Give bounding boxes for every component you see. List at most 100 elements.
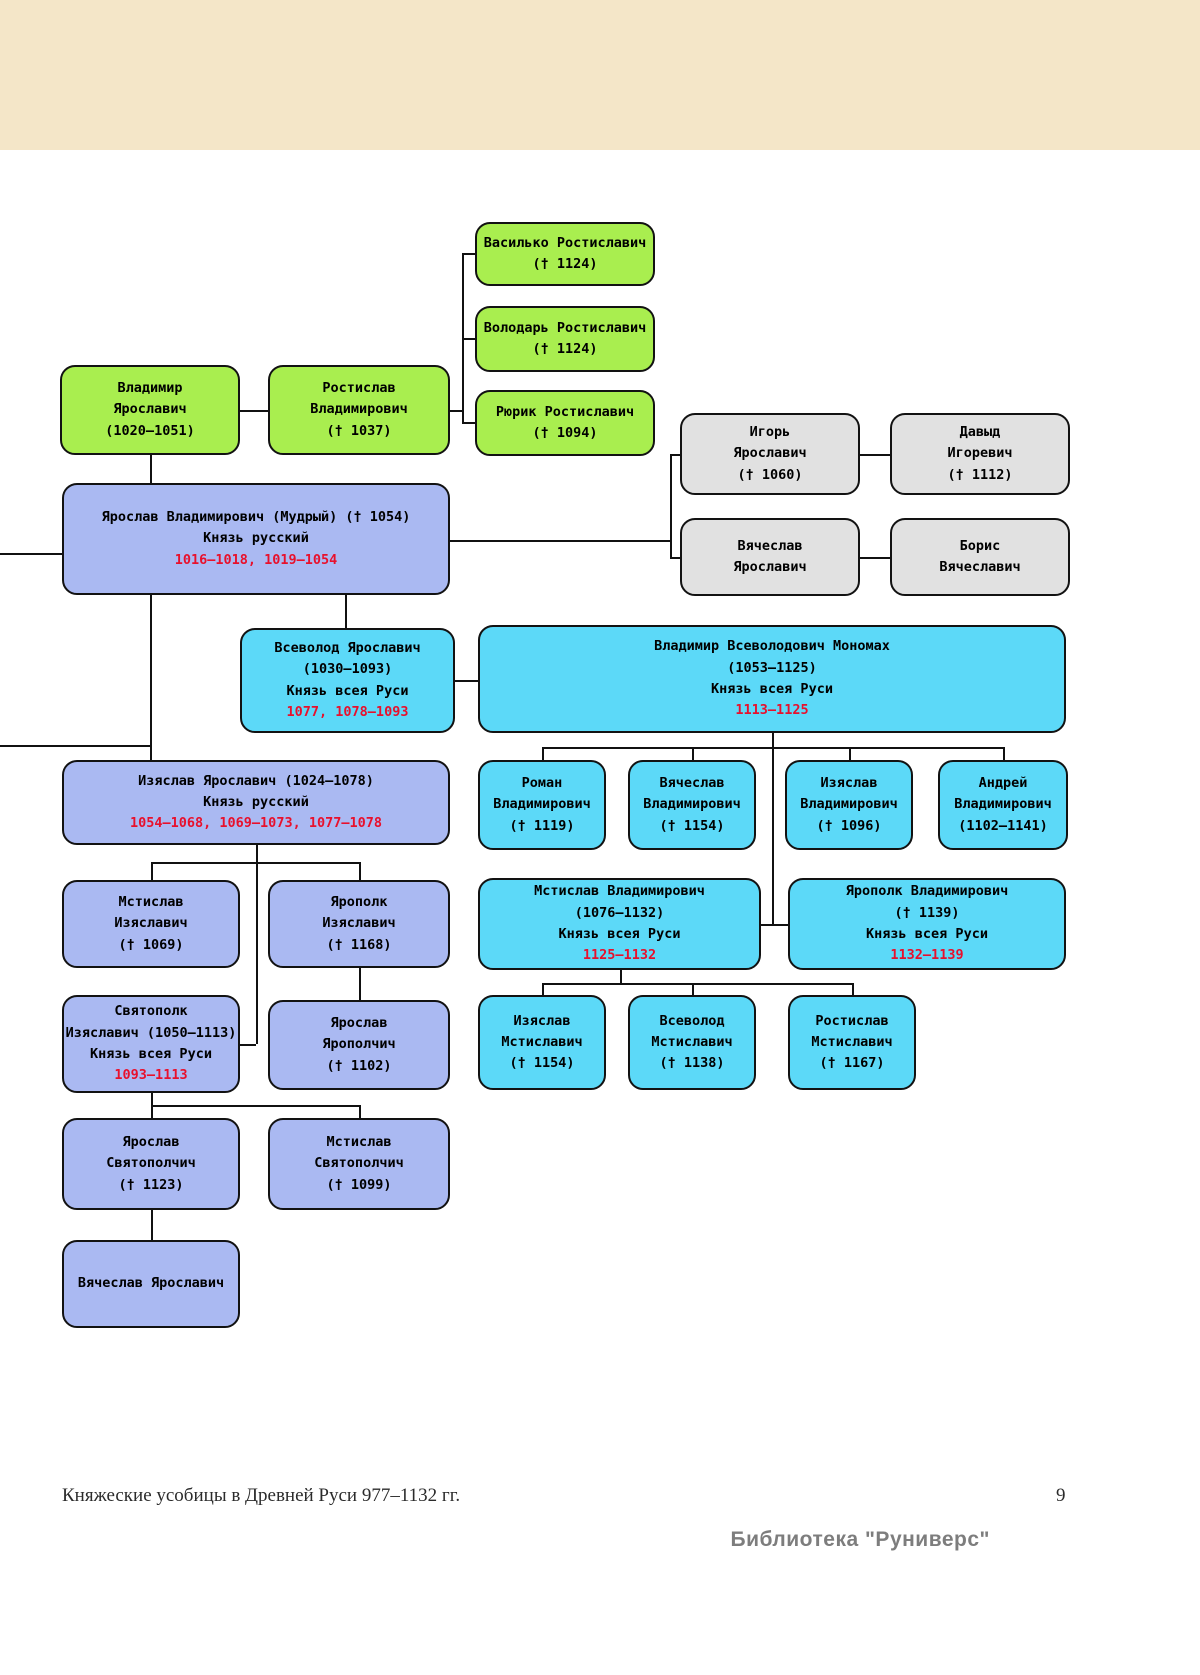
connector-line — [150, 455, 152, 483]
connector-line — [359, 968, 361, 1000]
node-text-line: Ярослав — [330, 1015, 388, 1031]
connector-line — [852, 983, 854, 995]
node-text-line: Вячеславич — [939, 559, 1021, 575]
connector-line — [462, 422, 475, 424]
connector-line — [670, 557, 680, 559]
node-text-line: Изяслав Ярославич (1024–1078) — [138, 772, 374, 789]
node-text-line: Князь всея Руси — [90, 1046, 212, 1062]
node-text-line: († 1123) — [118, 1176, 184, 1193]
node-text-line: Василько Ростиславич — [483, 234, 647, 251]
footer-caption: Княжеские усобицы в Древней Руси 977–113… — [62, 1485, 461, 1506]
connector-line — [860, 454, 890, 456]
reign-years-text: 1077, 1078–1093 — [286, 703, 409, 720]
node-text-line: Князь всея Руси — [866, 926, 988, 942]
connector-line — [359, 1105, 361, 1118]
connector-line — [151, 1210, 153, 1240]
connector-line — [670, 454, 680, 456]
node-text-line: († 1139) — [894, 904, 960, 921]
tree-node-volodar-rostislavich: Володарь Ростиславич(† 1124) — [475, 306, 655, 372]
connector-line — [692, 747, 694, 760]
connector-line — [849, 747, 851, 760]
node-text-line: Володарь Ростиславич — [483, 319, 647, 336]
node-text-line: Изяславич — [114, 915, 188, 932]
connector-line — [1003, 747, 1005, 760]
connector-line — [462, 253, 464, 422]
node-text-line: (1102–1141) — [958, 817, 1048, 834]
node-text-line: Князь всея Руси — [558, 926, 681, 942]
node-text-line: (1053–1125) — [727, 659, 817, 676]
connector-line — [359, 862, 361, 880]
connector-line — [455, 680, 478, 682]
node-text-line: Ярослав Владимирович (Мудрый) († 1054) — [101, 509, 411, 525]
tree-node-mstislav-vladimirovich: Мстислав Владимирович(1076–1132)Князь вс… — [478, 878, 761, 970]
tree-node-yaropolk-vladimirovich: Ярополк Владимирович(† 1139)Князь всея Р… — [788, 878, 1066, 970]
connector-line — [151, 862, 359, 864]
node-text-line: († 1094) — [532, 425, 598, 441]
node-text-line: Святополк — [114, 1003, 188, 1020]
node-text-line: Борис — [959, 537, 1001, 554]
node-text-line: († 1112) — [947, 466, 1013, 483]
node-text-line: Мстиславич — [501, 1033, 583, 1050]
node-text-line: Святополчич — [106, 1155, 196, 1172]
node-text-line: († 1099) — [326, 1176, 392, 1193]
connector-line — [462, 338, 475, 340]
connector-line — [0, 553, 62, 555]
page-number: 9 — [1056, 1485, 1066, 1506]
connector-line — [462, 253, 475, 255]
connector-line — [345, 595, 347, 628]
connector-line — [860, 557, 890, 559]
node-text-line: Ярослав — [122, 1134, 180, 1150]
node-text-line: († 1037) — [326, 422, 392, 439]
connector-line — [151, 1105, 359, 1107]
node-text-line: Ярославич — [733, 559, 807, 575]
node-text-line: (1030–1093) — [302, 661, 393, 678]
node-text-line: Изяславич (1050–1113) — [65, 1024, 237, 1041]
reign-years-text: 1132–1139 — [890, 947, 964, 964]
node-text-line: Вячеслав — [659, 775, 725, 791]
node-text-line: Роман — [521, 775, 563, 791]
node-text-line: Владимирович — [800, 796, 898, 813]
reign-years-text: 1093–1113 — [114, 1067, 188, 1084]
connector-line — [256, 845, 258, 1044]
node-text-line: Изяслав — [513, 1012, 571, 1029]
node-text-line: Ярополчич — [322, 1036, 396, 1053]
node-text-line: Святополчич — [314, 1155, 404, 1172]
node-text-line: (1020–1051) — [105, 422, 195, 439]
node-text-line: Игоревич — [947, 445, 1013, 462]
tree-node-izyaslav-yaroslavich: Изяслав Ярославич (1024–1078) Князь русск… — [62, 760, 450, 845]
node-text-line: († 1167) — [819, 1055, 885, 1072]
connector-line — [450, 540, 670, 542]
connector-line — [542, 747, 544, 760]
node-text-line: Владимир — [117, 380, 183, 396]
node-text-line: († 1124) — [532, 256, 598, 272]
node-text-line: Владимирович — [493, 796, 591, 813]
node-text-line: Мстислав — [118, 894, 184, 910]
node-text-line: Ярославич — [113, 401, 187, 418]
node-text-line: († 1119) — [509, 817, 575, 834]
node-text-line: Князь русский — [203, 793, 309, 810]
node-text-line: († 1154) — [659, 817, 725, 834]
connector-line — [150, 595, 152, 760]
node-text-line: Изяслав — [820, 775, 878, 791]
connector-line — [0, 745, 150, 747]
reign-years-text: 1113–1125 — [735, 702, 809, 719]
node-text-line: (1076–1132) — [574, 904, 665, 921]
node-text-line: Изяславич — [322, 915, 396, 932]
tree-node-vladimir-monomakh: Владимир Всеволодович Мономах(1053–1125)… — [478, 625, 1066, 733]
node-text-line: Ростислав — [815, 1012, 889, 1029]
node-text-line: Владимирович — [643, 796, 741, 813]
connector-line — [772, 733, 774, 924]
